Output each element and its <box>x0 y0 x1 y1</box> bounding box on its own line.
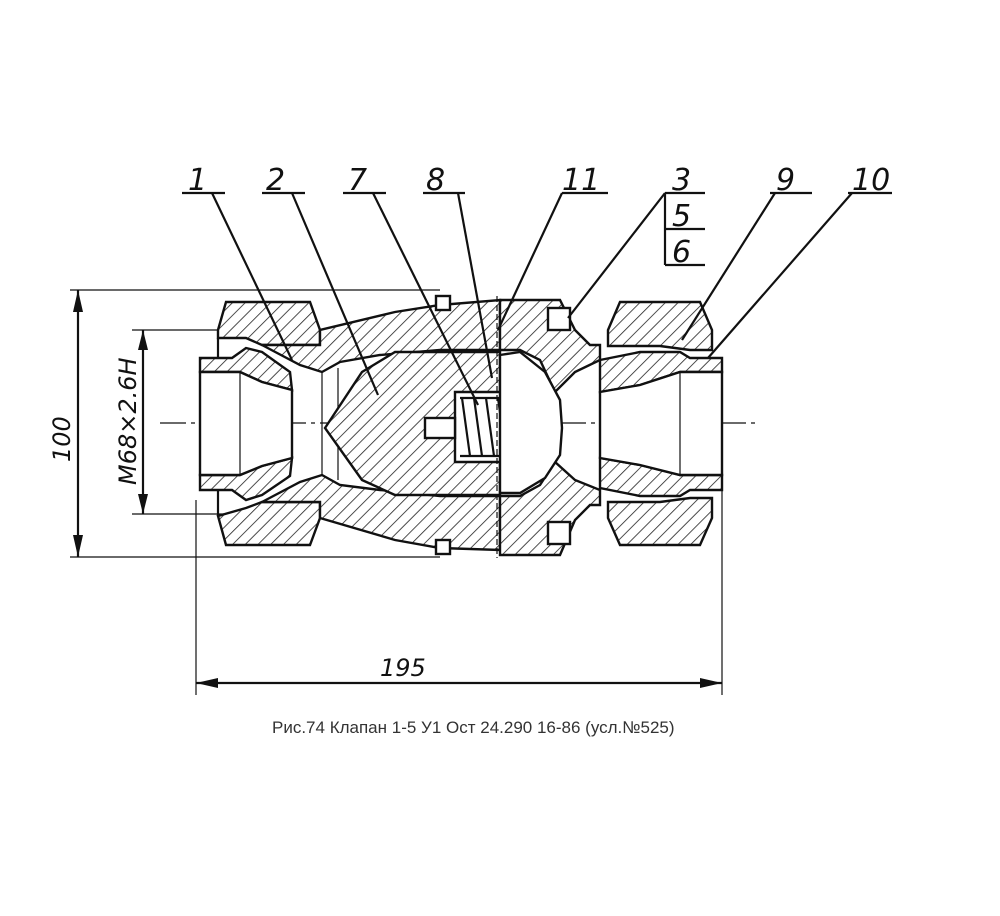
figure-caption: Рис.74 Клапан 1-5 У1 Ост 24.290 16-86 (у… <box>272 718 675 737</box>
width-dimension-text: 195 <box>380 654 426 682</box>
label-6: 6 <box>672 235 691 270</box>
label-3: 3 <box>672 163 691 198</box>
label-5: 5 <box>672 199 691 234</box>
label-10: 10 <box>852 163 890 198</box>
thread-dimension-text: M68×2.6H <box>114 357 142 485</box>
right-nipple <box>598 350 724 498</box>
height-dimension-text: 100 <box>48 416 76 462</box>
label-2: 2 <box>266 163 285 198</box>
label-1: 1 <box>188 163 207 198</box>
dimension-height: 100 <box>48 289 440 558</box>
leader-lines <box>182 191 892 406</box>
label-8: 8 <box>426 163 445 198</box>
label-11: 11 <box>562 163 600 198</box>
label-9: 9 <box>776 163 795 198</box>
right-union-nut <box>606 300 714 547</box>
left-nipple <box>198 346 294 502</box>
label-7: 7 <box>348 163 367 198</box>
right-body <box>434 294 602 558</box>
dimension-width: 195 <box>195 470 723 695</box>
part-labels: 1 2 7 8 11 3 5 6 9 10 <box>188 163 890 270</box>
dimension-thread: M68×2.6H <box>114 329 240 515</box>
